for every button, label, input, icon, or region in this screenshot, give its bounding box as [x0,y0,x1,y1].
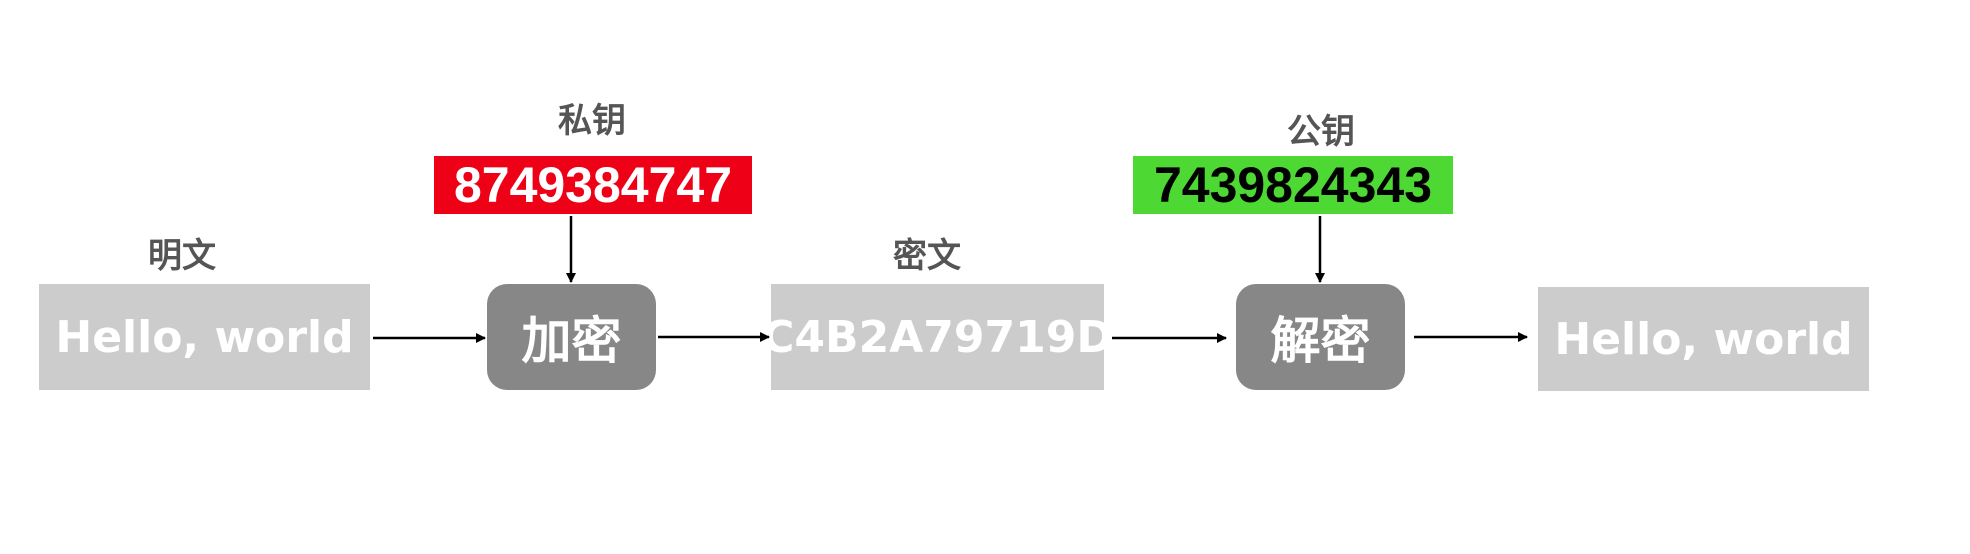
plaintext-label: 明文 [148,236,216,276]
plaintext-input-box: Hello, world [39,284,370,390]
ciphertext-box: C4B2A79719D [762,284,1113,390]
encrypt-box: 加密 [487,284,656,390]
public-key-box: 7439824343 [1133,156,1453,214]
plaintext-output-box: Hello, world [1538,287,1869,391]
private-key-label: 私钥 [558,101,626,141]
private-key-box: 8749384747 [434,156,752,214]
decrypt-box: 解密 [1236,284,1405,390]
ciphertext-label: 密文 [893,236,961,276]
public-key-label: 公钥 [1287,112,1355,152]
